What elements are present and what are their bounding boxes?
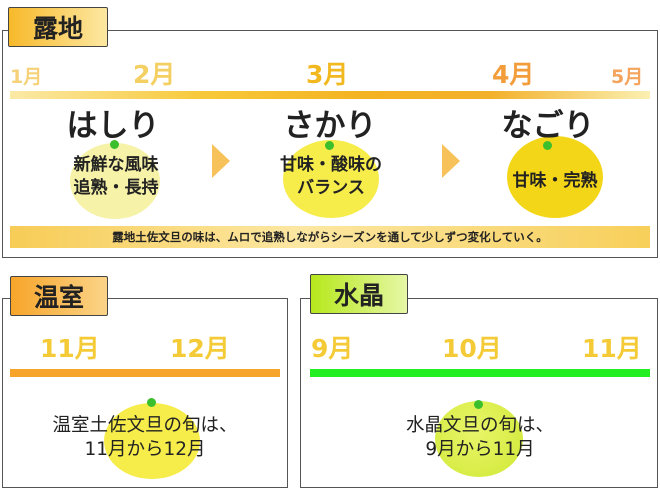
suisho-season-line-1: 水晶文旦の旬は、 (405, 415, 554, 436)
stage-desc-hashiri-line-1: 新鮮な風味 (73, 155, 159, 175)
stage-desc-hashiri: 新鮮な風味 追熟・長持 (36, 154, 196, 200)
sakari-fruit-dot (325, 141, 334, 150)
onshitsu-season-bar (10, 369, 280, 377)
stage-desc-hashiri-line-2: 追熟・長持 (73, 178, 159, 198)
stage-name-nagori: なごり (501, 108, 595, 144)
roji-month-mar: 3月 (306, 60, 349, 89)
roji-month-apr: 4月 (492, 60, 535, 89)
onshitsu-fruit-dot (147, 398, 156, 407)
onshitsu-season-text: 温室土佐文旦の旬は、 11月から12月 (10, 414, 280, 462)
nagori-fruit-dot (543, 141, 552, 150)
suisho-month-oct: 10月 (442, 334, 502, 363)
roji-month-may: 5月 (611, 66, 644, 88)
arrow-right-icon (212, 144, 230, 178)
suisho-season-text: 水晶文旦の旬は、 9月から11月 (310, 414, 650, 462)
arrow-right-icon (442, 144, 460, 178)
stage-name-sakari: さかり (283, 108, 377, 144)
onshitsu-month-nov: 11月 (40, 334, 100, 363)
onshitsu-season-line-1: 温室土佐文旦の旬は、 (52, 415, 238, 436)
suisho-month-sep: 9月 (311, 334, 354, 363)
roji-month-feb: 2月 (133, 60, 176, 89)
roji-season-bar (10, 91, 650, 99)
stage-name-hashiri: はしり (66, 108, 160, 144)
onshitsu-fruit-circle (104, 403, 200, 479)
hashiri-fruit-dot (110, 140, 119, 149)
sakari-fruit-circle (283, 140, 379, 218)
stage-desc-sakari: 甘味・酸味の バランス (251, 154, 411, 200)
stage-desc-sakari-line-1: 甘味・酸味の (280, 155, 382, 175)
stage-desc-nagori: 甘味・完熟 (480, 170, 630, 193)
suisho-season-bar (310, 369, 650, 377)
roji-month-jan: 1月 (10, 66, 43, 88)
onshitsu-tab: 温室 (10, 276, 108, 316)
roji-note: 露地土佐文旦の味は、ムロで追熟しながらシーズンを通して少しずつ変化していく。 (10, 226, 650, 248)
nagori-fruit-circle (507, 136, 603, 218)
suisho-fruit-dot (474, 400, 483, 409)
onshitsu-season-line-2: 11月から12月 (84, 439, 206, 460)
suisho-tab: 水晶 (310, 274, 408, 314)
onshitsu-month-dec: 12月 (170, 334, 230, 363)
suisho-season-line-2: 9月から11月 (425, 439, 535, 460)
roji-tab: 露地 (8, 7, 108, 47)
hashiri-fruit-circle (70, 143, 160, 219)
stage-desc-sakari-line-2: バランス (297, 178, 365, 198)
stage-desc-nagori-line-1: 甘味・完熟 (512, 171, 598, 191)
suisho-fruit-circle (435, 401, 523, 477)
suisho-month-nov: 11月 (582, 334, 642, 363)
